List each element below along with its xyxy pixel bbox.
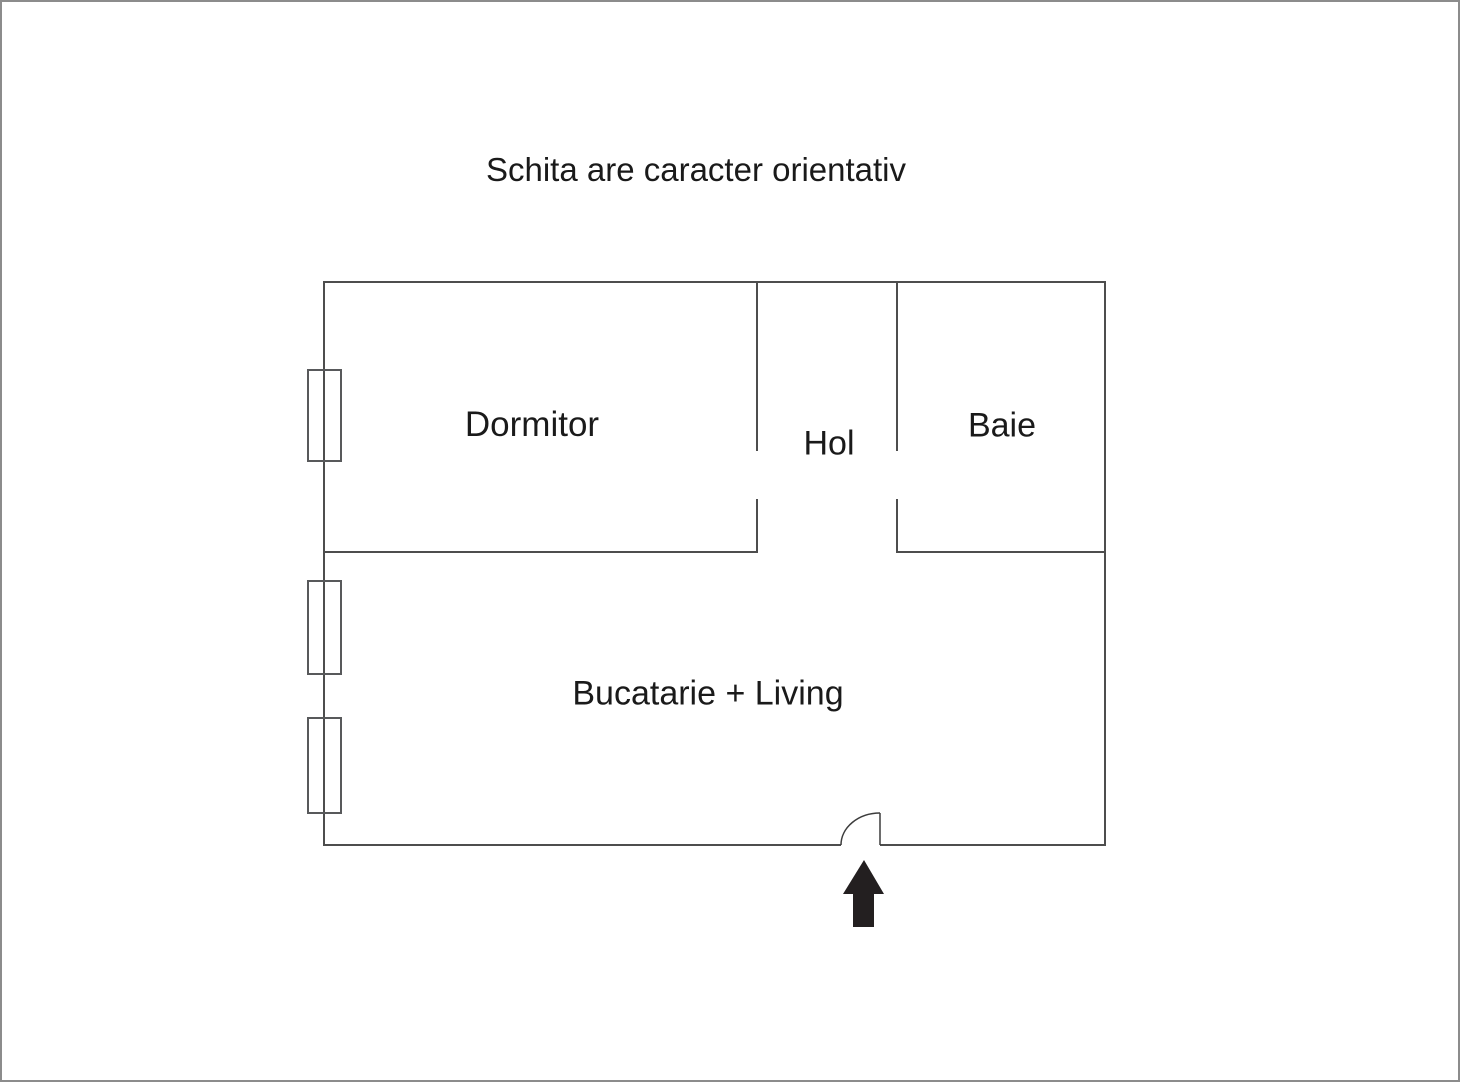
- room-label-dormitor: Dormitor: [464, 405, 600, 444]
- window-symbol-3-icon: [307, 717, 342, 814]
- plan-title: Schita are caracter orientativ: [485, 151, 907, 188]
- room-label-hol: Hol: [803, 424, 855, 463]
- window-symbol-1-icon: [307, 369, 342, 462]
- room-label-baie: Baie: [967, 406, 1037, 445]
- entrance-arrow-up-icon: [843, 860, 884, 927]
- window-symbol-2-icon: [307, 580, 342, 675]
- entrance-door-arc-icon: [840, 812, 881, 846]
- room-label-bucatarie-living: Bucatarie + Living: [572, 674, 844, 713]
